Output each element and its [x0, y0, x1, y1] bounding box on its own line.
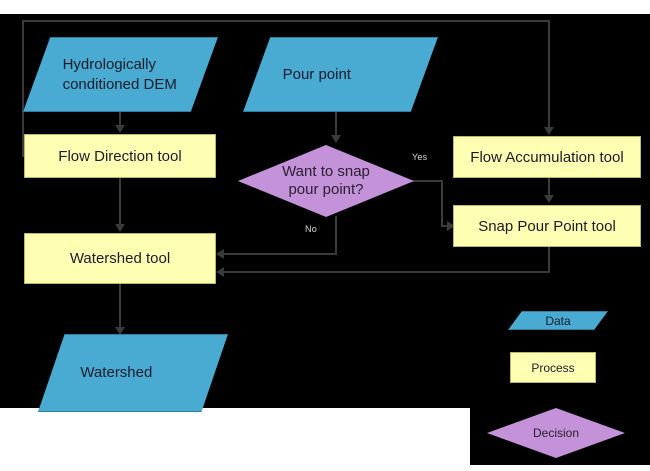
- connector-dem-to-flowdir: [119, 111, 121, 127]
- node-label: Hydrologically conditioned DEM: [62, 56, 177, 93]
- connector-watershedtool-to-watershed: [119, 284, 121, 329]
- arrowhead-watershed-in: [115, 327, 125, 335]
- legend-label-data: Data: [545, 313, 571, 328]
- connector-yes-into-snap: [441, 225, 449, 227]
- node-watershed-tool[interactable]: Watershed tool: [24, 233, 216, 284]
- node-snap-pour-point-tool[interactable]: Snap Pour Point tool: [453, 205, 641, 247]
- node-watershed[interactable]: Watershed: [38, 334, 228, 412]
- node-pour-point[interactable]: Pour point: [243, 37, 438, 112]
- connector-flowacc-to-snaptool: [548, 178, 550, 197]
- node-hydrologically-conditioned-dem[interactable]: Hydrologically conditioned DEM: [23, 37, 218, 112]
- connector-snaptool-left: [224, 271, 550, 273]
- connector-no-down: [335, 216, 337, 255]
- connector-yes-down: [441, 180, 443, 226]
- edge-label-yes: Yes: [412, 152, 428, 162]
- node-flow-direction-tool[interactable]: Flow Direction tool: [24, 134, 216, 178]
- arrowhead-flowacc-in: [544, 127, 554, 135]
- node-label: Watershed tool: [69, 250, 171, 267]
- edge-label-no: No: [305, 224, 317, 234]
- connector-yes-right: [413, 180, 443, 182]
- arrowhead-decision-in: [331, 135, 341, 143]
- node-label: Flow Direction tool: [58, 147, 182, 165]
- connector-snaptool-down: [548, 247, 550, 273]
- node-label: Pour point: [282, 65, 351, 83]
- legend-label-process: Process: [531, 360, 575, 375]
- node-label: Want to snap pour point?: [282, 163, 370, 198]
- node-label: Flow Accumulation tool: [470, 148, 624, 166]
- connector-pour-to-decision: [335, 111, 337, 137]
- arrowhead-watershedtool-in: [115, 224, 125, 232]
- connector-no-left: [224, 253, 337, 255]
- legend-item-data: Data: [508, 311, 608, 330]
- node-flow-accumulation-tool[interactable]: Flow Accumulation tool: [453, 136, 641, 178]
- connector-top-rail: [22, 20, 550, 22]
- node-label: Snap Pour Point tool: [478, 217, 616, 235]
- connector-flowdir-to-watershedtool: [119, 178, 121, 226]
- arrowhead-snaptool-in: [447, 221, 455, 231]
- arrowhead-watershedtool-no-in: [216, 249, 224, 259]
- connector-left-down: [22, 20, 24, 157]
- legend-item-process: Process: [510, 352, 596, 383]
- node-label: Watershed: [80, 364, 153, 382]
- legend-label-decision: Decision: [532, 426, 580, 440]
- arrowhead-watershedtool-snap-in: [216, 267, 224, 277]
- arrowhead-flowdir-in: [115, 125, 125, 133]
- connector-right-down-to-flowacc: [548, 20, 550, 128]
- arrowhead-snaptool-top-in: [544, 195, 554, 203]
